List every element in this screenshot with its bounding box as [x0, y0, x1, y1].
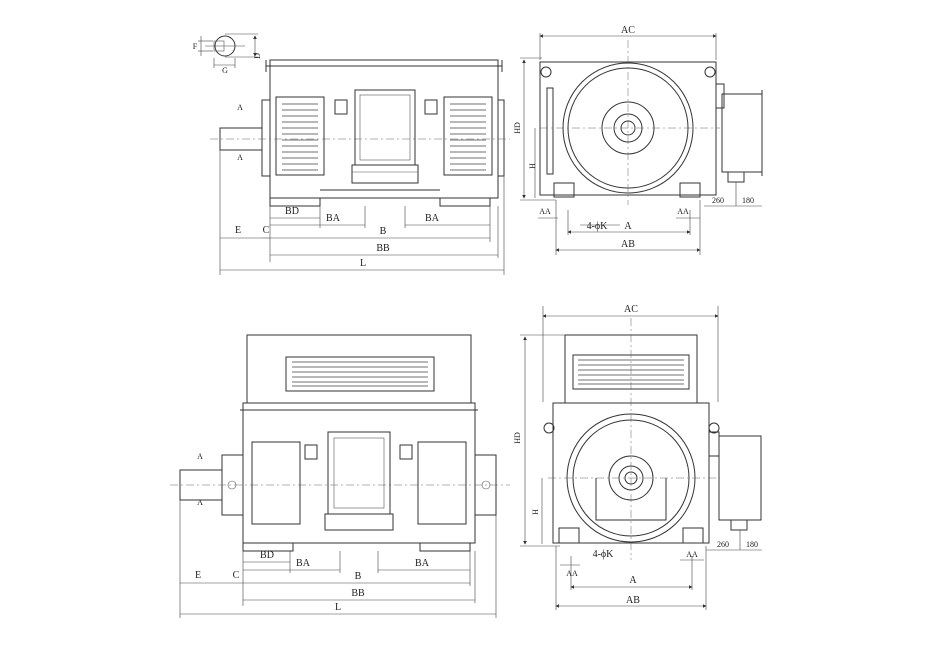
section-mark-a-bottom: A	[237, 153, 243, 162]
section-mark-a-bottom-top: A	[197, 452, 203, 461]
label-ba-right-top: BA	[425, 213, 440, 224]
label-bb-top: BB	[376, 243, 390, 254]
vent-right-top	[450, 103, 486, 171]
label-180-bottom: 180	[746, 540, 758, 549]
label-ba-left-top: BA	[326, 213, 341, 224]
label-a-top: A	[624, 221, 632, 232]
vent-left-top	[282, 103, 318, 171]
label-e-top: E	[235, 225, 241, 236]
label-e-bottom: E	[195, 570, 201, 581]
label-f-top: F	[193, 42, 198, 51]
label-d-top: D	[253, 53, 262, 59]
label-b-bottom: B	[355, 571, 362, 582]
label-ac-bottom: AC	[624, 304, 638, 315]
label-aa-left-top: AA	[539, 207, 551, 216]
label-a-bottom: A	[629, 575, 637, 586]
label-bb-bottom: BB	[351, 588, 365, 599]
label-aa-right-bottom: AA	[686, 550, 698, 559]
label-ab-bottom: AB	[626, 595, 640, 606]
label-180-top: 180	[742, 196, 754, 205]
label-4k-bottom: 4-ϕK	[593, 549, 615, 560]
label-hd-top: HD	[513, 122, 522, 134]
label-c-top: C	[263, 225, 270, 236]
label-ba-right-bottom: BA	[415, 558, 430, 569]
label-hd-bottom: HD	[513, 432, 522, 444]
label-l-bottom: L	[335, 602, 341, 613]
shaft-section-detail	[198, 33, 258, 68]
section-mark-a-top: A	[237, 103, 243, 112]
section-mark-a-bottom-bottom: A	[197, 498, 203, 507]
label-aa-right-top: AA	[677, 207, 689, 216]
label-aa-left-bottom: AA	[566, 569, 578, 578]
label-h-top: H	[528, 163, 537, 169]
label-b-top: B	[380, 226, 387, 237]
bottom-end-view	[520, 306, 762, 610]
label-c-bottom: C	[233, 570, 240, 581]
label-ac-top: AC	[621, 25, 635, 36]
label-ba-left-bottom: BA	[296, 558, 311, 569]
top-end-view	[520, 33, 763, 255]
label-g-top: G	[222, 66, 228, 75]
label-260-bottom: 260	[717, 540, 729, 549]
label-ab-top: AB	[621, 239, 635, 250]
vent-top-bottom	[292, 361, 428, 387]
top-side-view: A A	[198, 33, 510, 275]
label-l-top: L	[360, 258, 366, 269]
label-4k-top: 4-ϕK	[587, 221, 609, 232]
label-260-top: 260	[712, 196, 724, 205]
label-bd-top: BD	[285, 206, 299, 217]
label-h-bottom: H	[531, 509, 540, 515]
bottom-side-view	[170, 334, 510, 618]
label-bd-bottom: BD	[260, 550, 274, 561]
